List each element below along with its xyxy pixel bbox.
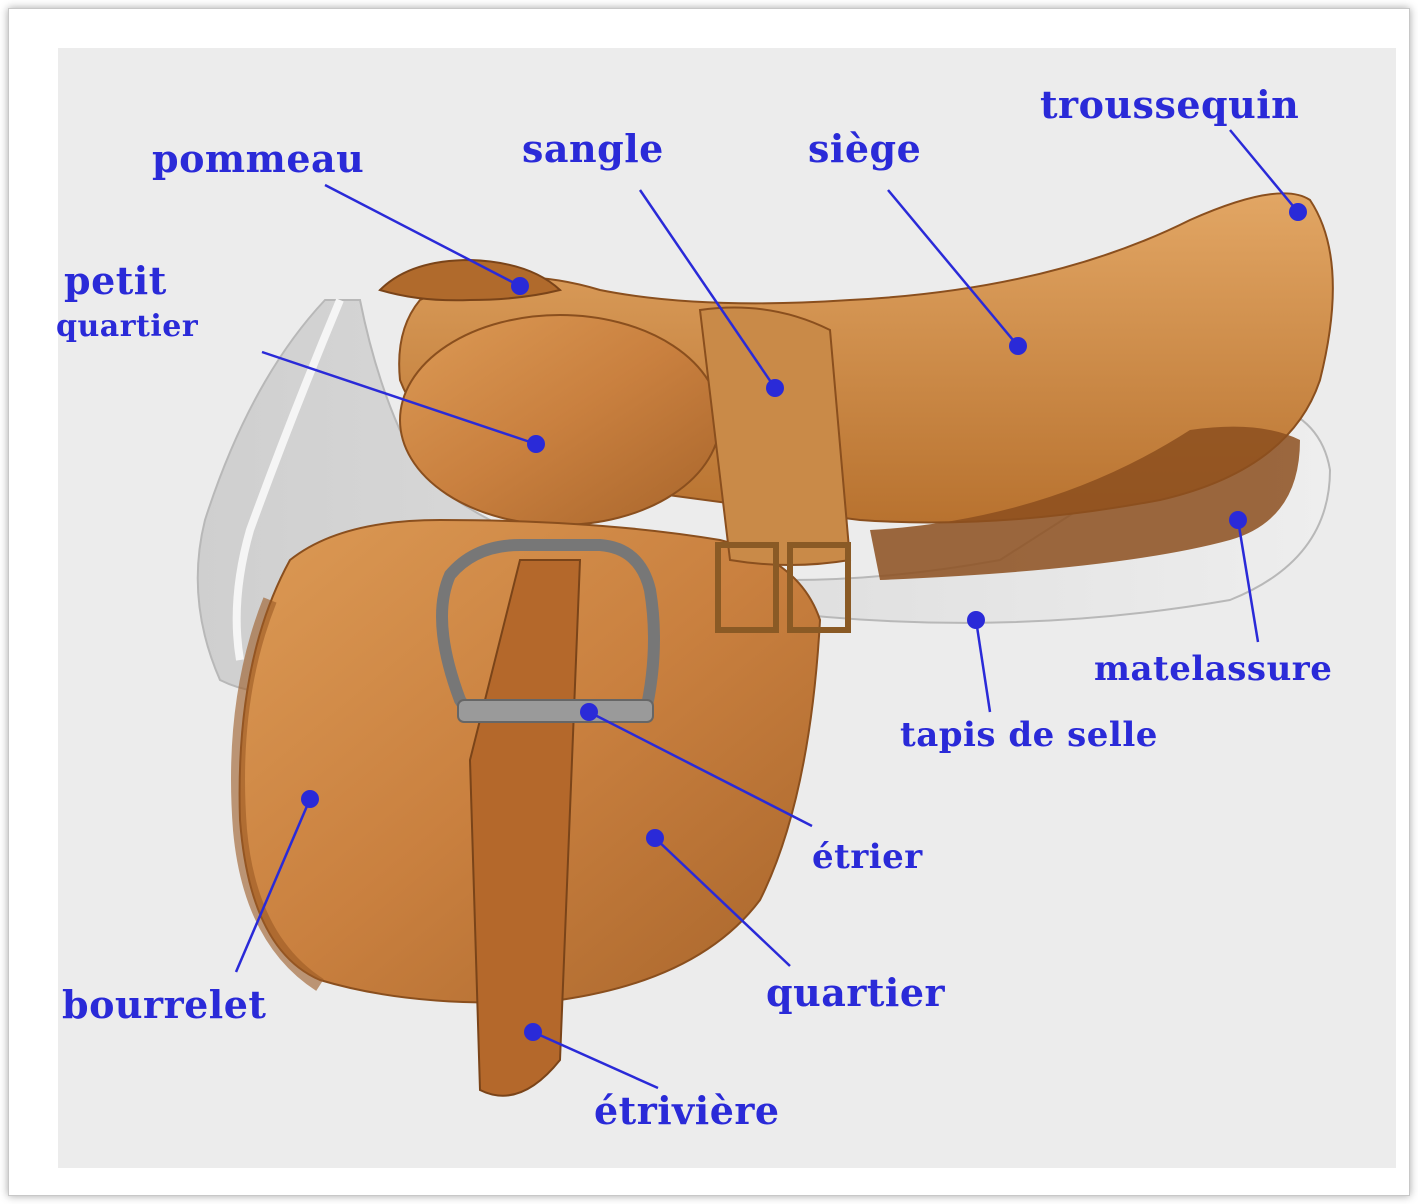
- label-sangle: sangle: [522, 130, 664, 168]
- label-etrier: étrier: [812, 840, 923, 874]
- label-siege: siège: [808, 130, 921, 168]
- dot-petit-quartier: [527, 435, 545, 453]
- label-tapis: tapis de selle: [900, 718, 1158, 752]
- pommel-shape: [380, 260, 560, 300]
- label-troussequin: troussequin: [1040, 86, 1299, 124]
- dot-siege: [1009, 337, 1027, 355]
- dot-bourrelet: [301, 790, 319, 808]
- dot-etriviere: [524, 1023, 542, 1041]
- label-quartier: quartier: [766, 974, 945, 1012]
- sangle-shape: [700, 308, 850, 566]
- label-bourrelet: bourrelet: [62, 986, 266, 1024]
- dot-pommeau: [511, 277, 529, 295]
- dot-quartier: [646, 829, 664, 847]
- leader-tapis: [976, 620, 990, 712]
- label-etriviere: étrivière: [594, 1092, 780, 1130]
- etrier-tread: [458, 700, 653, 722]
- label-pommeau: pommeau: [152, 140, 364, 178]
- dot-troussequin: [1289, 203, 1307, 221]
- dot-sangle: [766, 379, 784, 397]
- label-petit-line1: petit: [64, 262, 167, 300]
- dot-tapis: [967, 611, 985, 629]
- petit-quartier-shape: [400, 315, 720, 525]
- label-matelassure: matelassure: [1094, 652, 1332, 686]
- dot-etrier: [580, 703, 598, 721]
- label-petit-line2: quartier: [56, 312, 198, 342]
- dot-matelassure: [1229, 511, 1247, 529]
